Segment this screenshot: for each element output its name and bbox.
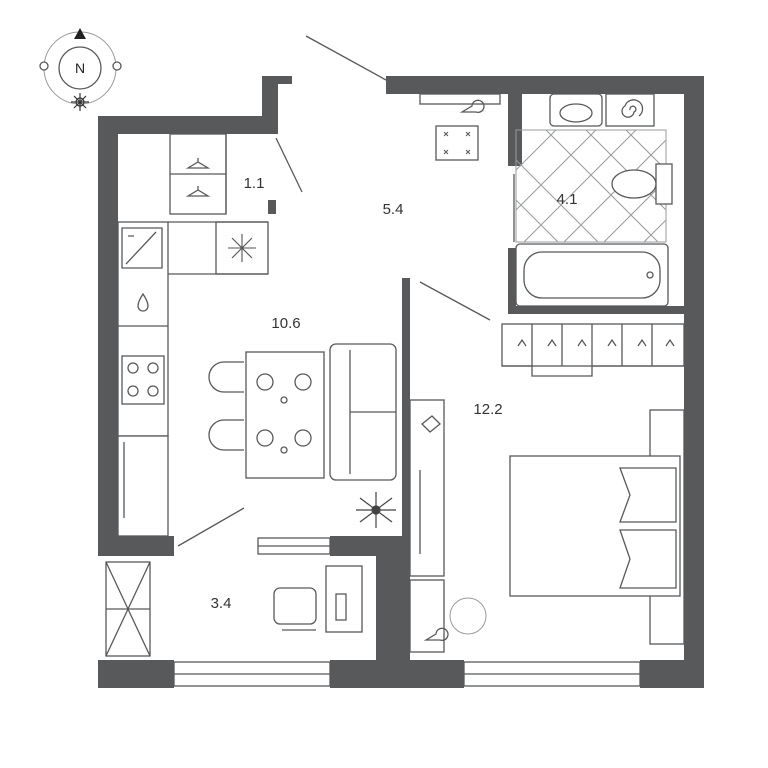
plate-icon — [256, 373, 274, 391]
wall-bath-left — [508, 76, 522, 166]
toilet — [611, 163, 673, 205]
wall-bottom-mid — [330, 660, 464, 688]
plate-icon — [294, 373, 312, 391]
wall-bedroom-left — [402, 278, 410, 688]
dining-area — [208, 343, 397, 528]
wall-top-right — [386, 76, 704, 94]
burner-icon — [127, 362, 139, 374]
chair-icon — [208, 419, 244, 451]
plate-icon — [294, 429, 312, 447]
plate-icon — [256, 429, 274, 447]
bedroom-door — [419, 281, 491, 321]
walls — [98, 76, 704, 688]
corner-sink-icon — [121, 227, 163, 269]
compass-circle — [58, 46, 102, 90]
room-labels: 1.1 5.4 4.1 10.6 12.2 3.4 — [211, 175, 578, 612]
wall-entry-left-cap — [262, 76, 292, 84]
windows — [105, 537, 641, 687]
doors — [177, 35, 515, 547]
hall-fixtures — [419, 93, 501, 161]
wall-top-step — [208, 116, 278, 134]
wall-kitchen-bottom-right — [330, 536, 410, 556]
water-drop-icon — [137, 292, 149, 312]
wall-bottom-left — [98, 660, 174, 688]
compass-letter: N — [75, 60, 85, 76]
dining-table — [245, 351, 325, 479]
room-area-kitchen-living: 10.6 — [271, 315, 300, 332]
compass: N — [39, 28, 122, 111]
hall-shelf — [419, 93, 501, 105]
sun-icon — [71, 93, 89, 111]
compass-east-dot — [112, 61, 122, 71]
balcony-door — [177, 507, 245, 547]
stove — [121, 355, 165, 405]
compass-west-dot — [39, 61, 49, 71]
bedroom-nightstand-left — [409, 579, 445, 653]
bedroom-wardrobe — [501, 323, 685, 367]
wall-bottom-right — [640, 660, 704, 688]
kitchen — [117, 221, 269, 537]
bedroom — [409, 323, 685, 653]
spiral-icon — [621, 99, 644, 118]
bathroom-sink — [549, 93, 603, 127]
wall-right — [684, 76, 704, 688]
plant-icon — [356, 492, 396, 528]
round-rug — [449, 597, 487, 635]
bedroom-dresser — [409, 399, 445, 577]
burner-icon — [147, 385, 159, 397]
wall-bath-bottom — [508, 306, 688, 314]
wall-bath-left-lower — [508, 248, 516, 310]
bathroom — [515, 93, 673, 307]
hanger-icon-2 — [185, 186, 211, 197]
office-chair-icon — [273, 587, 317, 625]
snowflake-icon — [228, 234, 256, 262]
burner-icon — [147, 362, 159, 374]
wall-wardrobe-right — [268, 200, 276, 214]
hanger-icon — [185, 158, 211, 169]
room-area-bedroom: 12.2 — [473, 401, 502, 418]
lamp-icon — [421, 415, 441, 433]
pillow-icon — [619, 467, 677, 523]
wall-entry-left-pillar — [262, 76, 278, 134]
kitchen-tall-unit — [117, 435, 169, 537]
washing-machine — [435, 125, 479, 161]
burner-icon — [127, 385, 139, 397]
mirror-icon — [459, 99, 485, 113]
room-area-balcony: 3.4 — [211, 595, 232, 612]
entrance-door — [305, 35, 387, 81]
wall-kitchen-bottom-left — [98, 536, 174, 556]
wall-left-upper — [98, 116, 118, 556]
wardrobe — [169, 133, 227, 215]
study-desk — [325, 565, 363, 633]
mirror-icon-2 — [423, 627, 449, 641]
chair-icon — [208, 361, 244, 393]
room-area-wardrobe: 1.1 — [244, 175, 265, 192]
bathtub — [515, 243, 669, 307]
wardrobe-door — [275, 137, 303, 193]
room-area-bathroom: 4.1 — [557, 191, 578, 208]
wall-left-top — [98, 116, 208, 134]
north-arrow-icon — [74, 28, 86, 39]
pillow-icon-2 — [619, 529, 677, 589]
balcony — [273, 565, 363, 633]
room-area-hall: 5.4 — [383, 201, 404, 218]
